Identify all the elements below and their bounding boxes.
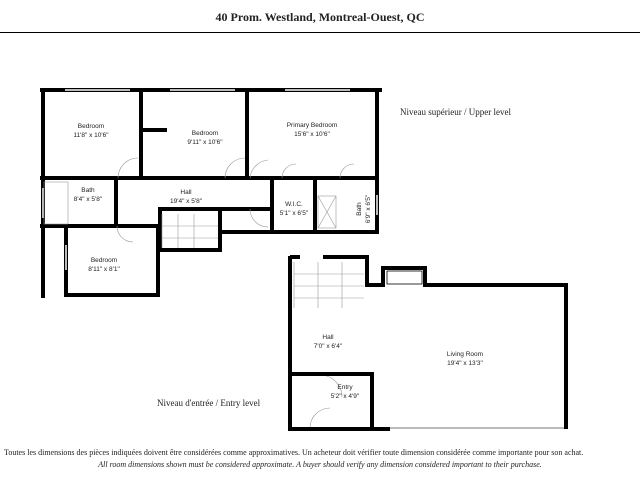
title-divider [0,32,640,33]
page-title: 40 Prom. Westland, Montreal-Ouest, QC [215,10,425,24]
room-wic: W.I.C.5'1" x 6'5" [279,201,309,217]
disclaimer-en: All room dimensions shown must be consid… [98,460,542,469]
entry-walls [288,255,568,431]
upper-windows [42,89,378,270]
disclaimer-fr: Toutes les dimensions des pièces indiqué… [4,448,584,457]
upper-level-label: Niveau supérieur / Upper level [400,107,511,117]
entry-level-label: Niveau d'entrée / Entry level [157,398,261,408]
fireplace [386,270,423,285]
doors [43,157,364,429]
